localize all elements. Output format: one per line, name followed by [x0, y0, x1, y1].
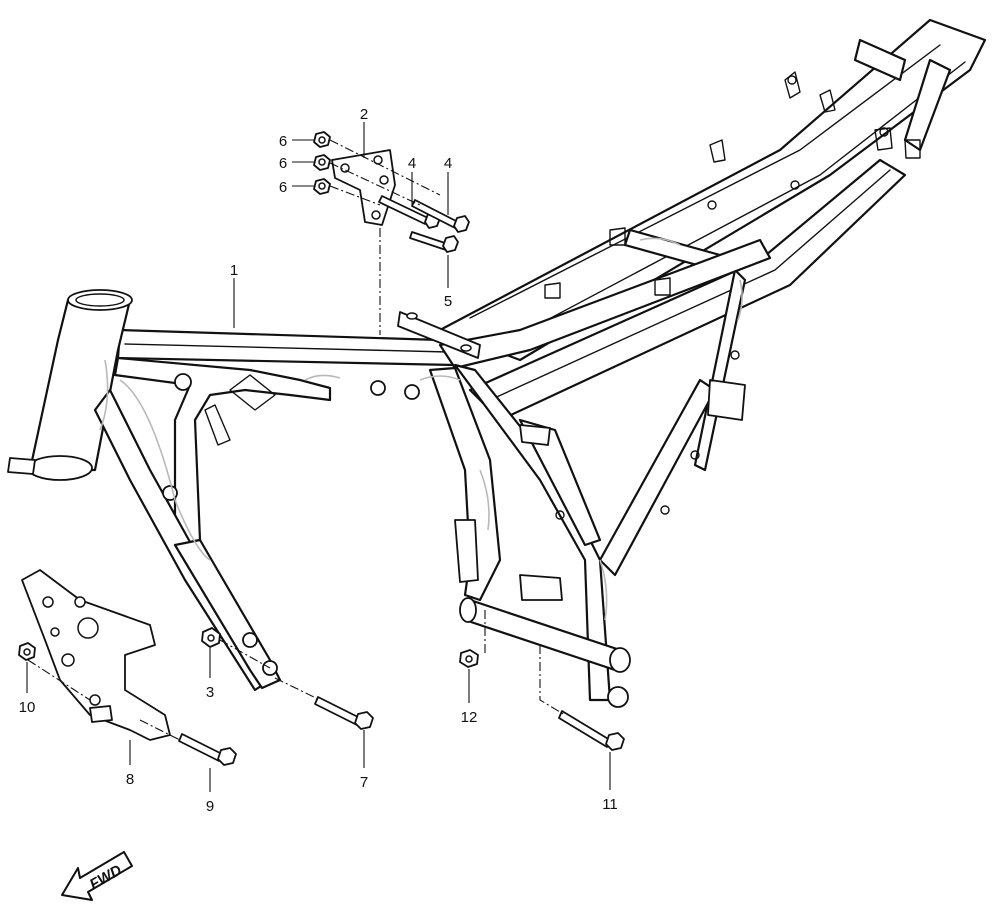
forward-direction-arrow: FWD	[61, 851, 133, 901]
flange-nuts-6	[313, 131, 331, 195]
callout-labels: 1 2 3 4 4 5 6 6 6 7 8 9 10 11 12	[19, 106, 618, 815]
callout-11: 11	[602, 796, 618, 813]
bolts-engine-hanger	[378, 195, 470, 253]
callout-1: 1	[230, 262, 238, 279]
callout-10: 10	[19, 699, 36, 716]
callout-6a: 6	[279, 133, 287, 150]
callout-5: 5	[444, 293, 452, 310]
callout-6b: 6	[279, 155, 287, 172]
main-frame	[7, 18, 987, 708]
callout-7: 7	[360, 774, 368, 791]
lower-fasteners	[18, 627, 625, 766]
leader-lines	[26, 122, 611, 792]
callout-9: 9	[206, 798, 214, 815]
engine-hanger-bracket	[331, 149, 396, 226]
front-engine-plate	[21, 569, 171, 741]
callout-12: 12	[461, 709, 478, 726]
assembly-centerlines	[27, 139, 566, 741]
callout-8: 8	[126, 771, 134, 788]
callout-4a: 4	[408, 155, 416, 172]
callout-3: 3	[206, 684, 214, 701]
callout-2: 2	[360, 106, 368, 123]
callout-6c: 6	[279, 179, 287, 196]
callout-4b: 4	[444, 155, 452, 172]
